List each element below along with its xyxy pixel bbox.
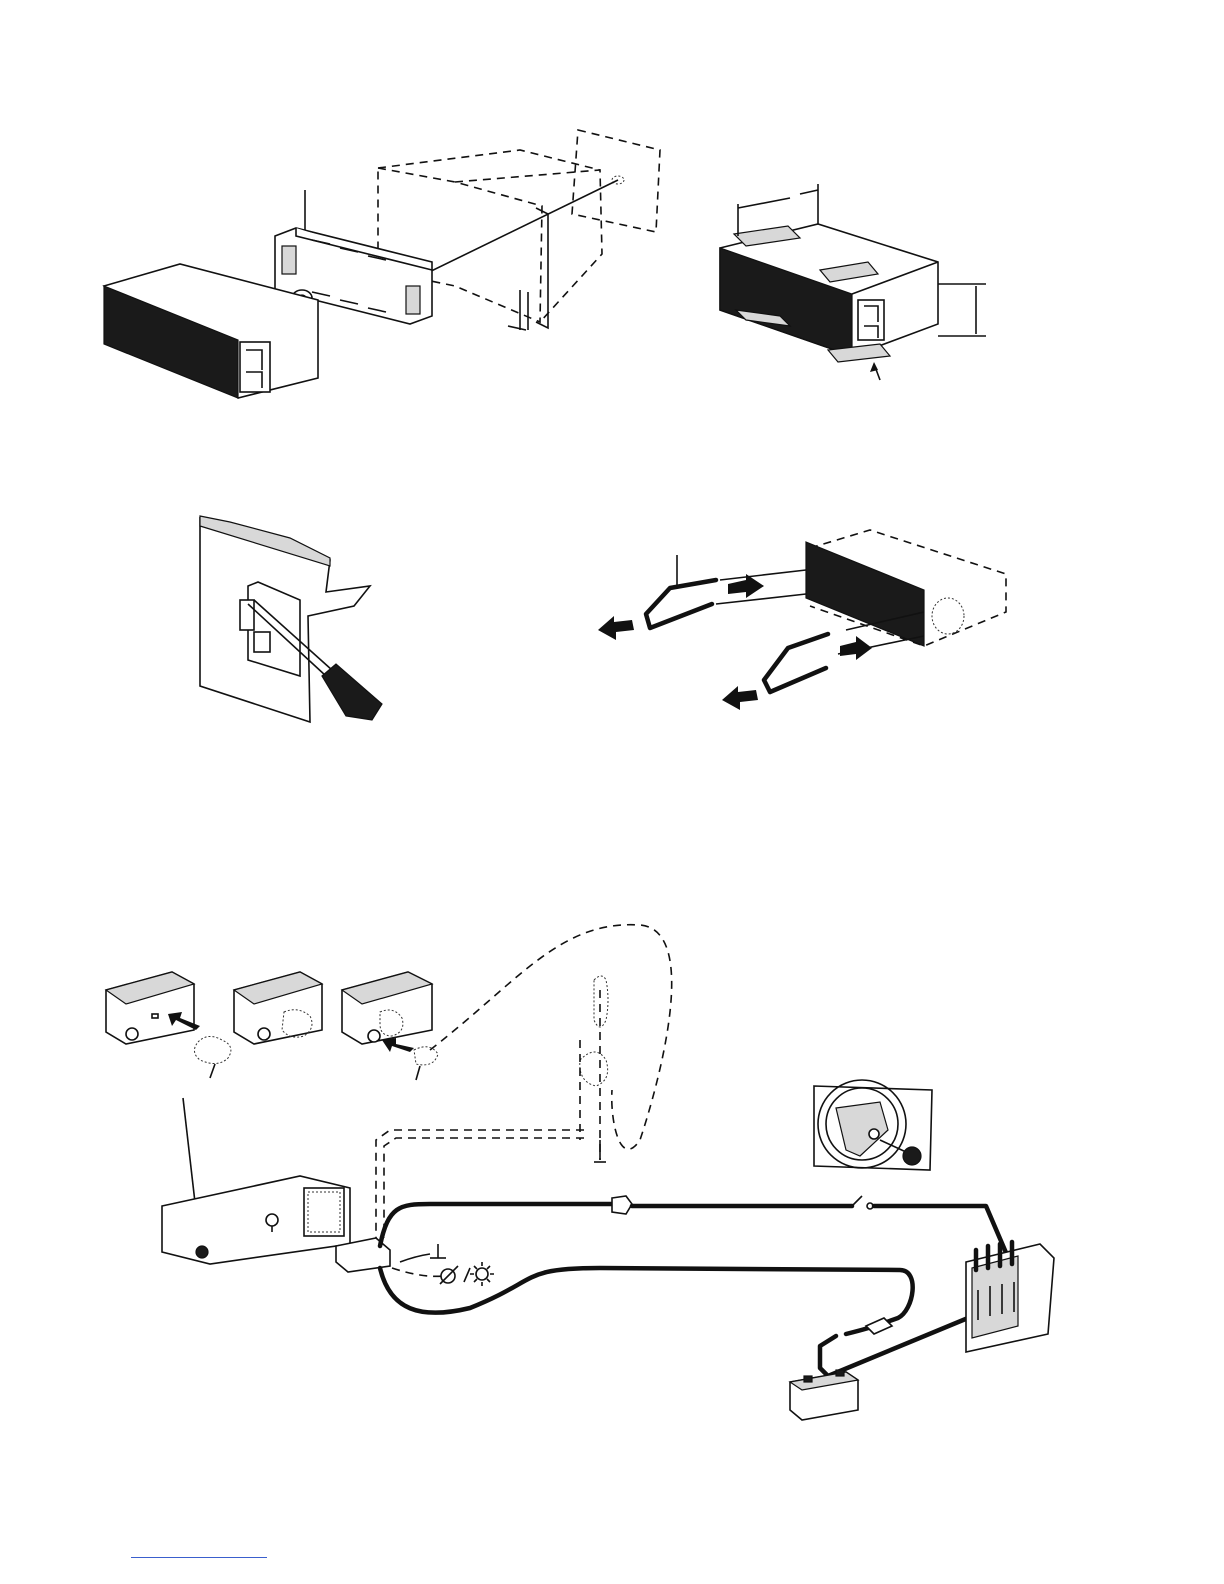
footer-rule [131, 1557, 267, 1558]
rear-view-1 [106, 972, 231, 1078]
battery-icon [790, 1370, 858, 1420]
fig-release-tabs [200, 516, 382, 722]
fig-install-exploded [104, 130, 660, 398]
arrow-icon [382, 1038, 414, 1052]
fuse-box [966, 1242, 1054, 1352]
ground-symbol-icon [430, 1244, 446, 1258]
arrow-icon [728, 574, 764, 598]
arrow-icon [598, 616, 634, 640]
arrow-icon [840, 636, 872, 660]
fig-wiring [106, 925, 1054, 1420]
antenna [580, 976, 608, 1162]
radio-rear [162, 1176, 350, 1264]
rear-view-2 [234, 972, 322, 1044]
illumination-symbol-icon [440, 1262, 494, 1286]
rear-view-3 [342, 972, 438, 1080]
arrow-icon [722, 686, 758, 710]
fig-removal-keys [598, 530, 1006, 710]
fig-dimensions [720, 184, 986, 380]
